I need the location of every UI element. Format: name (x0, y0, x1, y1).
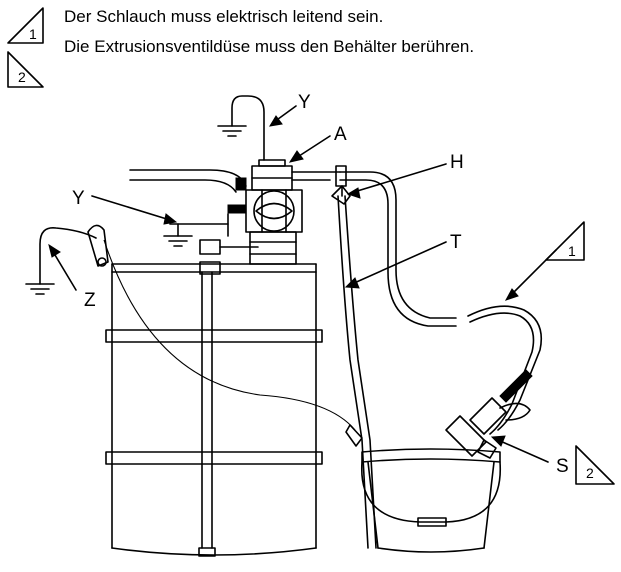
pump (169, 159, 341, 265)
warning-nozzle-number: 2 (586, 465, 594, 481)
dispense-valve (331, 165, 351, 205)
callout-s: S (556, 456, 569, 477)
note-2-text: Die Extrusionsventildüse muss den Behält… (64, 37, 474, 56)
warning-nozzle: 2 (575, 445, 615, 485)
ground-symbol-drum (25, 227, 97, 295)
conductive-hose (339, 171, 543, 435)
warning-triangle-icon (545, 221, 585, 261)
drum (105, 261, 323, 557)
ground-clamp (87, 224, 109, 267)
ground-symbol-pump (163, 223, 193, 247)
ground-symbol-top (217, 95, 265, 161)
extrusion-valve (445, 369, 533, 459)
warning-triangle-icon (7, 51, 44, 88)
pail-clamp (345, 424, 363, 447)
callout-a: A (334, 124, 347, 145)
callout-y-left: Y (72, 188, 85, 209)
note-1-text: Der Schlauch muss elektrisch leitend sei… (64, 7, 383, 26)
note-1: 1 Der Schlauch muss elektrisch leitend s… (7, 7, 383, 44)
warning-hose: 1 (545, 221, 585, 261)
callout-z: Z (84, 290, 96, 311)
callout-h: H (450, 152, 464, 173)
note-2-number: 2 (18, 69, 26, 85)
note-1-number: 1 (29, 26, 37, 42)
callout-y-top: Y (298, 92, 311, 113)
hose-t (337, 195, 369, 549)
callout-t: T (450, 232, 462, 253)
air-hose (129, 169, 247, 193)
ground-wire (103, 239, 356, 431)
pail (361, 448, 502, 553)
warning-triangle-icon (7, 7, 44, 44)
warning-triangle-icon (575, 445, 615, 485)
warning-hose-number: 1 (568, 243, 576, 259)
leaders (48, 105, 557, 463)
note-2: 2 Die Extrusionsventildüse muss den Behä… (7, 37, 474, 88)
